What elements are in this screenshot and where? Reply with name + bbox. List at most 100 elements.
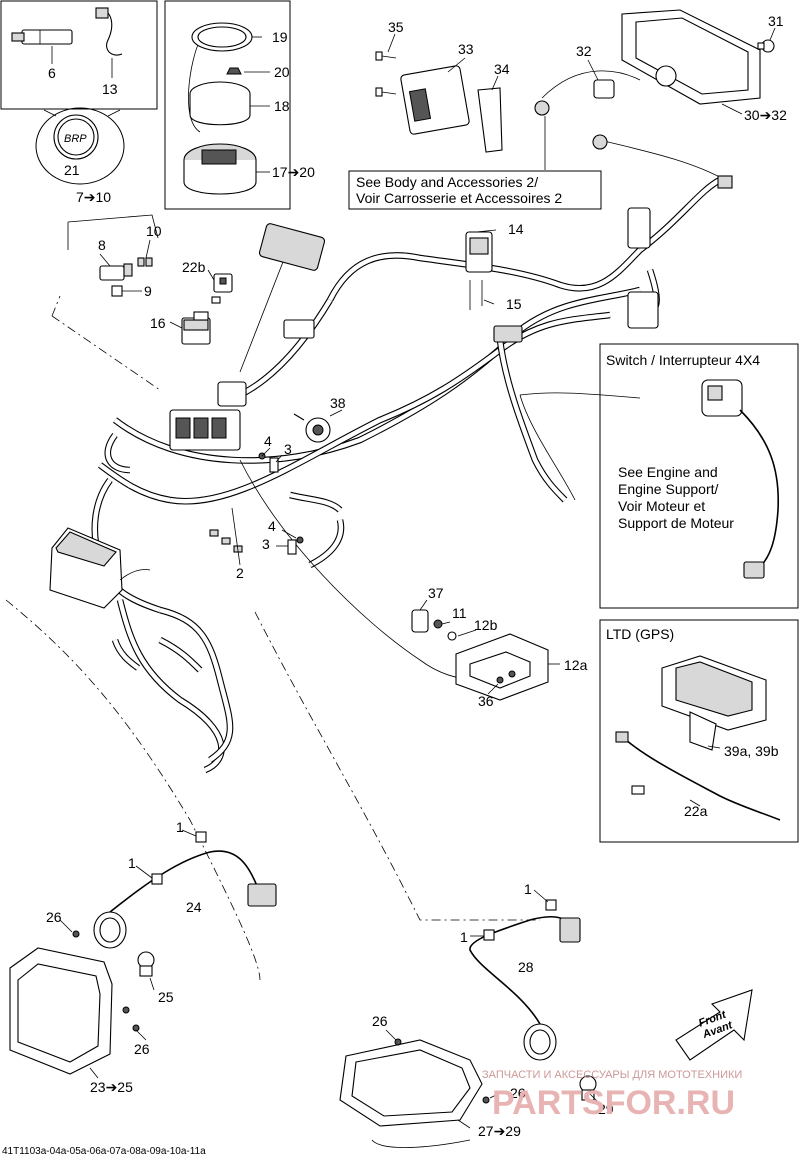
callout-11: 11: [452, 605, 467, 621]
callout-24: 24: [186, 899, 202, 915]
callout-17-20: 17➔20: [272, 164, 315, 180]
callout-21: 21: [64, 162, 80, 178]
gauge-clip-part20: [226, 67, 242, 75]
relay-block-part16: [181, 311, 211, 345]
engine-note-line1: See Engine and: [618, 464, 718, 480]
control-module-part33: [400, 65, 470, 135]
fuse-box-cluster: [169, 319, 523, 451]
callout-12b: 12b: [474, 617, 498, 633]
body-accessories-note-box: [348, 170, 602, 210]
callout-26-d: 26: [510, 1085, 526, 1101]
callout-37: 37: [428, 585, 444, 601]
callout-6: 6: [48, 65, 56, 81]
switch-4x4-part: [701, 379, 780, 579]
callout-22a: 22a: [684, 803, 708, 819]
grommet-nut: [534, 100, 608, 150]
engine-note-line4: Support de Moteur: [618, 515, 734, 531]
harness-part24: [109, 850, 277, 913]
instrument-cluster-connector: [258, 223, 326, 271]
callout-18: 18: [274, 98, 290, 114]
gps-cable-part22a: [615, 731, 781, 821]
callout-7-10: 7➔10: [76, 189, 111, 205]
cable-tie-part13: [95, 7, 123, 56]
relay-part22b: [211, 273, 233, 304]
bulb-socket-part26: [93, 911, 127, 949]
connector-part14: [465, 231, 493, 273]
gauge-body-part17: [183, 143, 257, 195]
gauge-bezel-part19: [191, 22, 253, 52]
switch-4x4-inset-box: [599, 343, 799, 609]
brp-badge-callout-ellipse: [35, 107, 125, 185]
bracket-part12a: [455, 633, 549, 701]
callout-30-32: 30➔32: [744, 107, 787, 123]
main-harness: [91, 177, 722, 774]
callout-19: 19: [272, 29, 288, 45]
watermark-brand: PARTSFOR.RU: [492, 1084, 735, 1122]
callout-26-b: 26: [134, 1041, 150, 1057]
screw-part36: [496, 670, 516, 684]
screw-fasteners-right: [394, 1038, 490, 1104]
bolt-part35: [375, 51, 397, 97]
main-fuse-block: [49, 527, 123, 609]
callout-1-d: 1: [460, 929, 468, 945]
callout-1-b: 1: [128, 855, 136, 871]
body-accessories-note-line1: See Body and Accessories 2/: [356, 174, 538, 190]
callout-31: 31: [768, 13, 784, 29]
ltd-gps-inset-box: [599, 619, 799, 843]
callout-26-a: 26: [46, 909, 62, 925]
body-accessories-note-line2: Voir Carrosserie et Accessoires 2: [356, 190, 562, 206]
gauge-inset-box: [164, 0, 291, 210]
grease-tube-part6: [11, 29, 73, 45]
fuse-clip-part9: [111, 285, 123, 297]
rear-harness-connectors: [627, 175, 733, 329]
diagram-reference-code: 41T1103a-04a-05a-06a-07a-08a-09a-10a-11a: [2, 1146, 206, 1157]
screw-part15: [469, 280, 483, 310]
callout-2: 2: [236, 565, 244, 581]
callout-16: 16: [150, 315, 166, 331]
connector-part37: [411, 609, 429, 633]
gauge-lens-part18: [189, 81, 251, 126]
callout-36: 36: [478, 693, 494, 709]
fuse-holder-part8: [99, 263, 133, 281]
callout-8: 8: [98, 237, 106, 253]
harness-part28: [469, 899, 581, 1025]
nut-part11: [433, 619, 443, 629]
bulb-part31: [757, 39, 775, 53]
callout-12a: 12a: [564, 657, 588, 673]
callout-14: 14: [508, 221, 524, 237]
kit-inset-box: [0, 0, 158, 110]
callout-9: 9: [144, 283, 152, 299]
bulb-part25: [137, 951, 155, 977]
callout-33: 33: [458, 41, 474, 57]
callout-3-lower: 3: [262, 536, 270, 552]
callout-4-upper: 4: [264, 433, 272, 449]
bulb-socket-right: [523, 1023, 557, 1061]
callout-35: 35: [388, 19, 404, 35]
callout-27-29: 27➔29: [478, 1123, 521, 1139]
headlight-left-part23: [9, 947, 113, 1075]
callout-3-upper: 3: [284, 441, 292, 457]
bulb-part29: [579, 1075, 597, 1101]
brp-badge-part21: BRP: [53, 114, 99, 160]
callout-29: 29: [598, 1101, 614, 1117]
callout-28: 28: [518, 959, 534, 975]
callout-23-25: 23➔25: [90, 1079, 133, 1095]
callout-15: 15: [506, 296, 522, 312]
engine-note-line3: Voir Moteur et: [618, 498, 705, 514]
callout-34: 34: [494, 61, 510, 77]
callout-1-a: 1: [176, 819, 184, 835]
callout-26-c: 26: [372, 1013, 388, 1029]
callout-10: 10: [146, 223, 162, 239]
front-direction-arrow: [675, 989, 753, 1061]
callout-13: 13: [102, 81, 118, 97]
callout-38: 38: [330, 395, 346, 411]
ltd-gps-title: LTD (GPS): [606, 626, 674, 642]
callout-1-c: 1: [524, 881, 532, 897]
callout-4-lower: 4: [268, 518, 276, 534]
gps-unit-part39: [661, 655, 767, 751]
watermark-tagline: ЗАПЧАСТИ И АКСЕССУАРЫ ДЛЯ МОТОТЕХНИКИ: [482, 1069, 742, 1081]
callout-32: 32: [576, 43, 592, 59]
callout-39a-39b: 39a, 39b: [724, 743, 779, 759]
engine-note-line2: Engine Support/: [618, 481, 719, 497]
